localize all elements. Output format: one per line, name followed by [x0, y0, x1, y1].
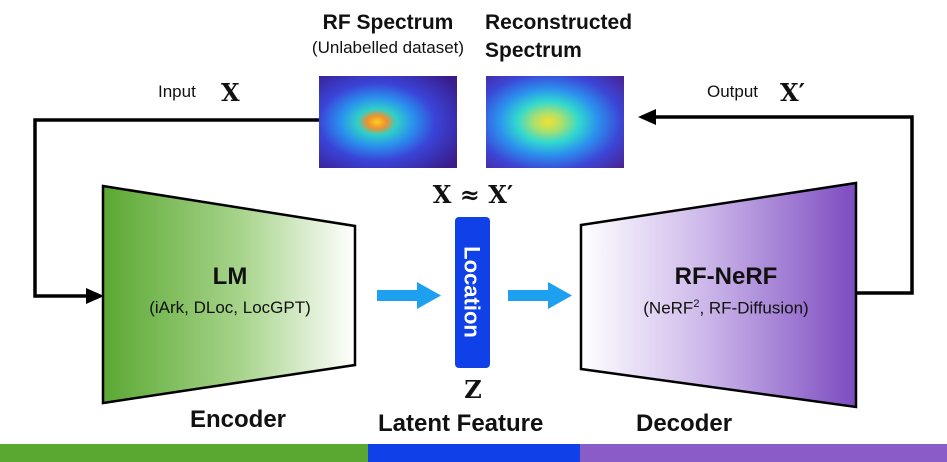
rf-spectrum-image [319, 76, 457, 168]
input-path-line [33, 118, 319, 298]
output-symbol: X′ [780, 78, 805, 107]
input-label: Input [158, 82, 196, 101]
decoder-block [579, 181, 858, 409]
decoder-title: RF-NeRF [674, 263, 778, 290]
encoder-color-bar [0, 444, 368, 462]
input-arrowhead [86, 288, 104, 304]
reconstructed-spectrum-title-line1: Reconstructed [485, 11, 633, 34]
encoder-block [101, 184, 357, 405]
encoder-subtitle: (iArk, DLoc, LocGPT) [149, 298, 311, 317]
decoder-subtitle-sup: 2 [693, 298, 700, 310]
latent-caption: Latent Feature [378, 410, 544, 437]
reconstruction-equation: X ≈ X′ [432, 180, 514, 209]
reconstructed-spectrum-title-line2: Spectrum [485, 39, 582, 62]
latent-box-label: Location [460, 246, 485, 338]
output-arrowhead [638, 109, 656, 125]
rf-spectrum-title: RF Spectrum [322, 11, 454, 34]
latent-location-box [455, 217, 490, 368]
encoder-caption: Encoder [190, 406, 287, 433]
decoder-subtitle-post: , RF-Diffusion) [699, 298, 809, 318]
input-symbol: X [221, 78, 240, 107]
latent-to-decoder-arrow [508, 282, 572, 309]
latent-symbol: Z [464, 375, 482, 404]
decoder-subtitle: (NeRF2, RF-Diffusion) [604, 298, 848, 319]
decoder-caption: Decoder [636, 410, 733, 437]
encoder-title: LM [212, 263, 248, 290]
output-label: Output [707, 82, 759, 101]
decoder-color-bar [580, 444, 947, 462]
latent-color-bar [368, 444, 580, 462]
encoder-to-latent-arrow [377, 282, 441, 309]
decoder-subtitle-pre: (NeRF [643, 298, 694, 318]
output-path-line [652, 115, 914, 295]
rf-spectrum-subtitle: (Unlabelled dataset) [311, 38, 465, 57]
reconstructed-spectrum-image [486, 76, 624, 168]
